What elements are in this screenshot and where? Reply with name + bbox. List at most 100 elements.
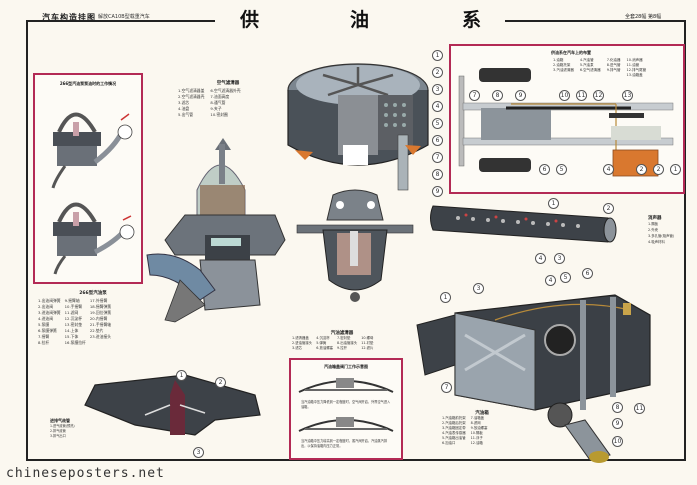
legend-item: 4.沉淀杯 (316, 336, 330, 340)
callout: 7 (469, 90, 480, 101)
legend-item: 5.汽油箱出油管 (442, 436, 466, 440)
legend-item: 3.汽油滤清器 (553, 68, 574, 72)
callout: 3 (432, 84, 443, 95)
legend-item: 13.油箱盖 (626, 73, 643, 77)
fuel-tank-callout: 8 (612, 402, 623, 413)
fuel-tank-callout: 9 (612, 418, 623, 429)
air-cleaner-legend: 空气滤清器 1.空气滤清器盖 2.空气滤清器壳 3.滤芯 4.油盘 5.出气管 … (178, 80, 278, 118)
fuel-tank-illustration (416, 294, 651, 463)
muffler-callout: 1 (548, 198, 559, 209)
callout: 8 (432, 169, 443, 180)
legend-item: 1.汽油箱前托架 (442, 416, 466, 420)
callout: 13 (622, 90, 633, 101)
legend-item: 2.出油阀 (38, 304, 54, 309)
legend-item: 2.外壳 (648, 228, 659, 232)
callout: 1 (176, 370, 187, 381)
callout: 5 (556, 164, 567, 175)
fuel-tank-callout: 1 (440, 292, 451, 303)
legend-item: 4.汽油管 (579, 58, 594, 62)
intake-manifold-caption: 进排气歧管 (50, 418, 70, 423)
legend-item: 3.进油阀弹簧 (38, 310, 61, 315)
cap-valve-text-1: 当汽油箱中压力降低到一定程度时，空气阀开启，外界空气进入油箱。 (301, 400, 391, 409)
legend-item: 9.摇臂轴 (64, 298, 80, 303)
fuel-filter-legend: 汽油滤清器 1.滤清器盖 2.进油管接头 3.滤芯 4.沉淀杯 5.弹簧 6.放… (292, 330, 392, 351)
fuel-pump-legend: 266型汽油泵 1.出油阀弹簧 2.出油阀 3.进油阀弹簧 4.进油阀 5.泵膜… (38, 290, 148, 346)
legend-item: 8.出油管接头 (337, 341, 358, 345)
fuel-pump-working-illustration (51, 112, 135, 275)
legend-item: 6.空气滤清器 (579, 68, 601, 72)
legend-item: 2.空气滤清器壳 (178, 94, 205, 99)
chassis-layout-inset: 供油系在汽车上的布置 1.油箱 2.油箱托架 3.汽油滤清器 4.汽油管 5.汽… (449, 44, 685, 194)
series-title: 汽车构造挂图 (42, 13, 96, 22)
air-cleaner-callouts: 1 2 3 4 5 6 7 8 9 (432, 50, 444, 197)
legend-item: 9.拉杆 (337, 346, 348, 350)
legend-item: 21.手摇臂轴 (89, 322, 112, 327)
callout: 7 (432, 152, 443, 163)
cap-valve-state-2 (298, 417, 394, 432)
fuel-tank-legend: 汽油箱 1.汽油箱前托架 2.汽油箱后托架 3.汽油箱固定带 4.汽油表传感器 … (442, 410, 522, 446)
cap-valve-state-1 (298, 378, 394, 393)
legend-item: 9.夹子 (210, 106, 222, 111)
callout: 10 (612, 436, 623, 447)
legend-item: 23.进油接头 (89, 334, 112, 339)
legend-item: 7.油箱盖 (470, 416, 485, 420)
fuel-tank-callout: 5 (560, 272, 571, 283)
fuel-tank-callout: 3 (473, 283, 484, 294)
legend-item: 4.进油阀 (38, 316, 54, 321)
air-cleaner-legend-caption: 空气滤清器 (216, 81, 240, 86)
legend-item: 10.手摇臂 (64, 304, 83, 309)
legend-item: 10.隔板 (470, 431, 483, 435)
legend-item: 22.垫片 (89, 328, 104, 333)
legend-item: 11.浮子 (470, 436, 483, 440)
muffler-callouts-bottom: 4 3 (535, 253, 565, 264)
title-char-2: 油 (350, 9, 370, 31)
legend-item: 8.通气管 (210, 100, 226, 105)
legend-item: 6.泵膜弹簧 (38, 328, 57, 333)
callout: 11 (576, 90, 587, 101)
callout: 2 (432, 67, 443, 78)
legend-item: 6.加油口 (442, 441, 456, 445)
callout: 1 (432, 50, 443, 61)
legend-item: 7.化油器 (606, 58, 621, 62)
legend-item: 11.衬垫 (361, 341, 374, 345)
legend-item: 17.外摇臂 (89, 298, 108, 303)
legend-item: 1.滤清器盖 (292, 336, 309, 340)
series-subtitle: 解放CA10B型载重汽车 (98, 14, 150, 20)
legend-item: 5.弹簧 (316, 341, 327, 345)
legend-item: 5.出气管 (178, 112, 194, 117)
manifold-callout: 3 (193, 447, 204, 458)
chassis-illustration (458, 68, 674, 177)
legend-item: 19.回位弹簧 (89, 310, 112, 315)
callout: 4 (545, 275, 556, 286)
intake-manifold-illustration (84, 374, 261, 436)
legend-item: 6.放油螺塞 (316, 346, 334, 350)
title-gap (215, 17, 505, 25)
fuel-pump-working-inset: 266型汽油泵泵油时的工作情况 (33, 73, 143, 284)
legend-item: 1.隔板 (648, 222, 659, 226)
callout: 5 (432, 118, 443, 129)
legend-item: 8.拉杆 (38, 340, 50, 345)
callout: 2 (603, 203, 614, 214)
legend-item: 10.消声器 (626, 58, 643, 62)
air-cleaner-illustration (287, 63, 429, 191)
fuel-tank-legend-caption: 汽油箱 (475, 411, 489, 416)
chassis-inset-caption: 供油系在汽车上的布置 (551, 50, 591, 55)
legend-item: 1.出油阀弹簧 (38, 298, 61, 303)
legend-item: 15.下体 (64, 334, 79, 339)
callout: 8 (492, 90, 503, 101)
legend-item: 4.汽油表传感器 (442, 431, 466, 435)
legend-item: 5.汽油泵 (579, 63, 594, 67)
manifold-callout: 1 (176, 370, 187, 381)
callout: 10 (559, 90, 570, 101)
muffler-legend: 消声器 1.隔板 2.外壳 3.多孔管(吸声管) 4.吸声材料 (648, 215, 686, 245)
legend-item: 1.进气歧管(预热) (50, 424, 75, 428)
fuel-pump-inset-caption: 266型汽油泵泵油时的工作情况 (59, 81, 117, 86)
legend-item: 12.油箱 (470, 441, 483, 445)
legend-item: 11.油管 (626, 63, 640, 67)
muffler-illustration (430, 205, 617, 243)
legend-item: 2.汽油箱后托架 (442, 421, 466, 425)
fuel-tank-callout: 10 (612, 436, 623, 447)
legend-item: 12.排气尾管 (626, 68, 647, 72)
legend-item: 5.泵膜 (38, 322, 50, 327)
watermark: chineseposters.net (6, 466, 165, 481)
